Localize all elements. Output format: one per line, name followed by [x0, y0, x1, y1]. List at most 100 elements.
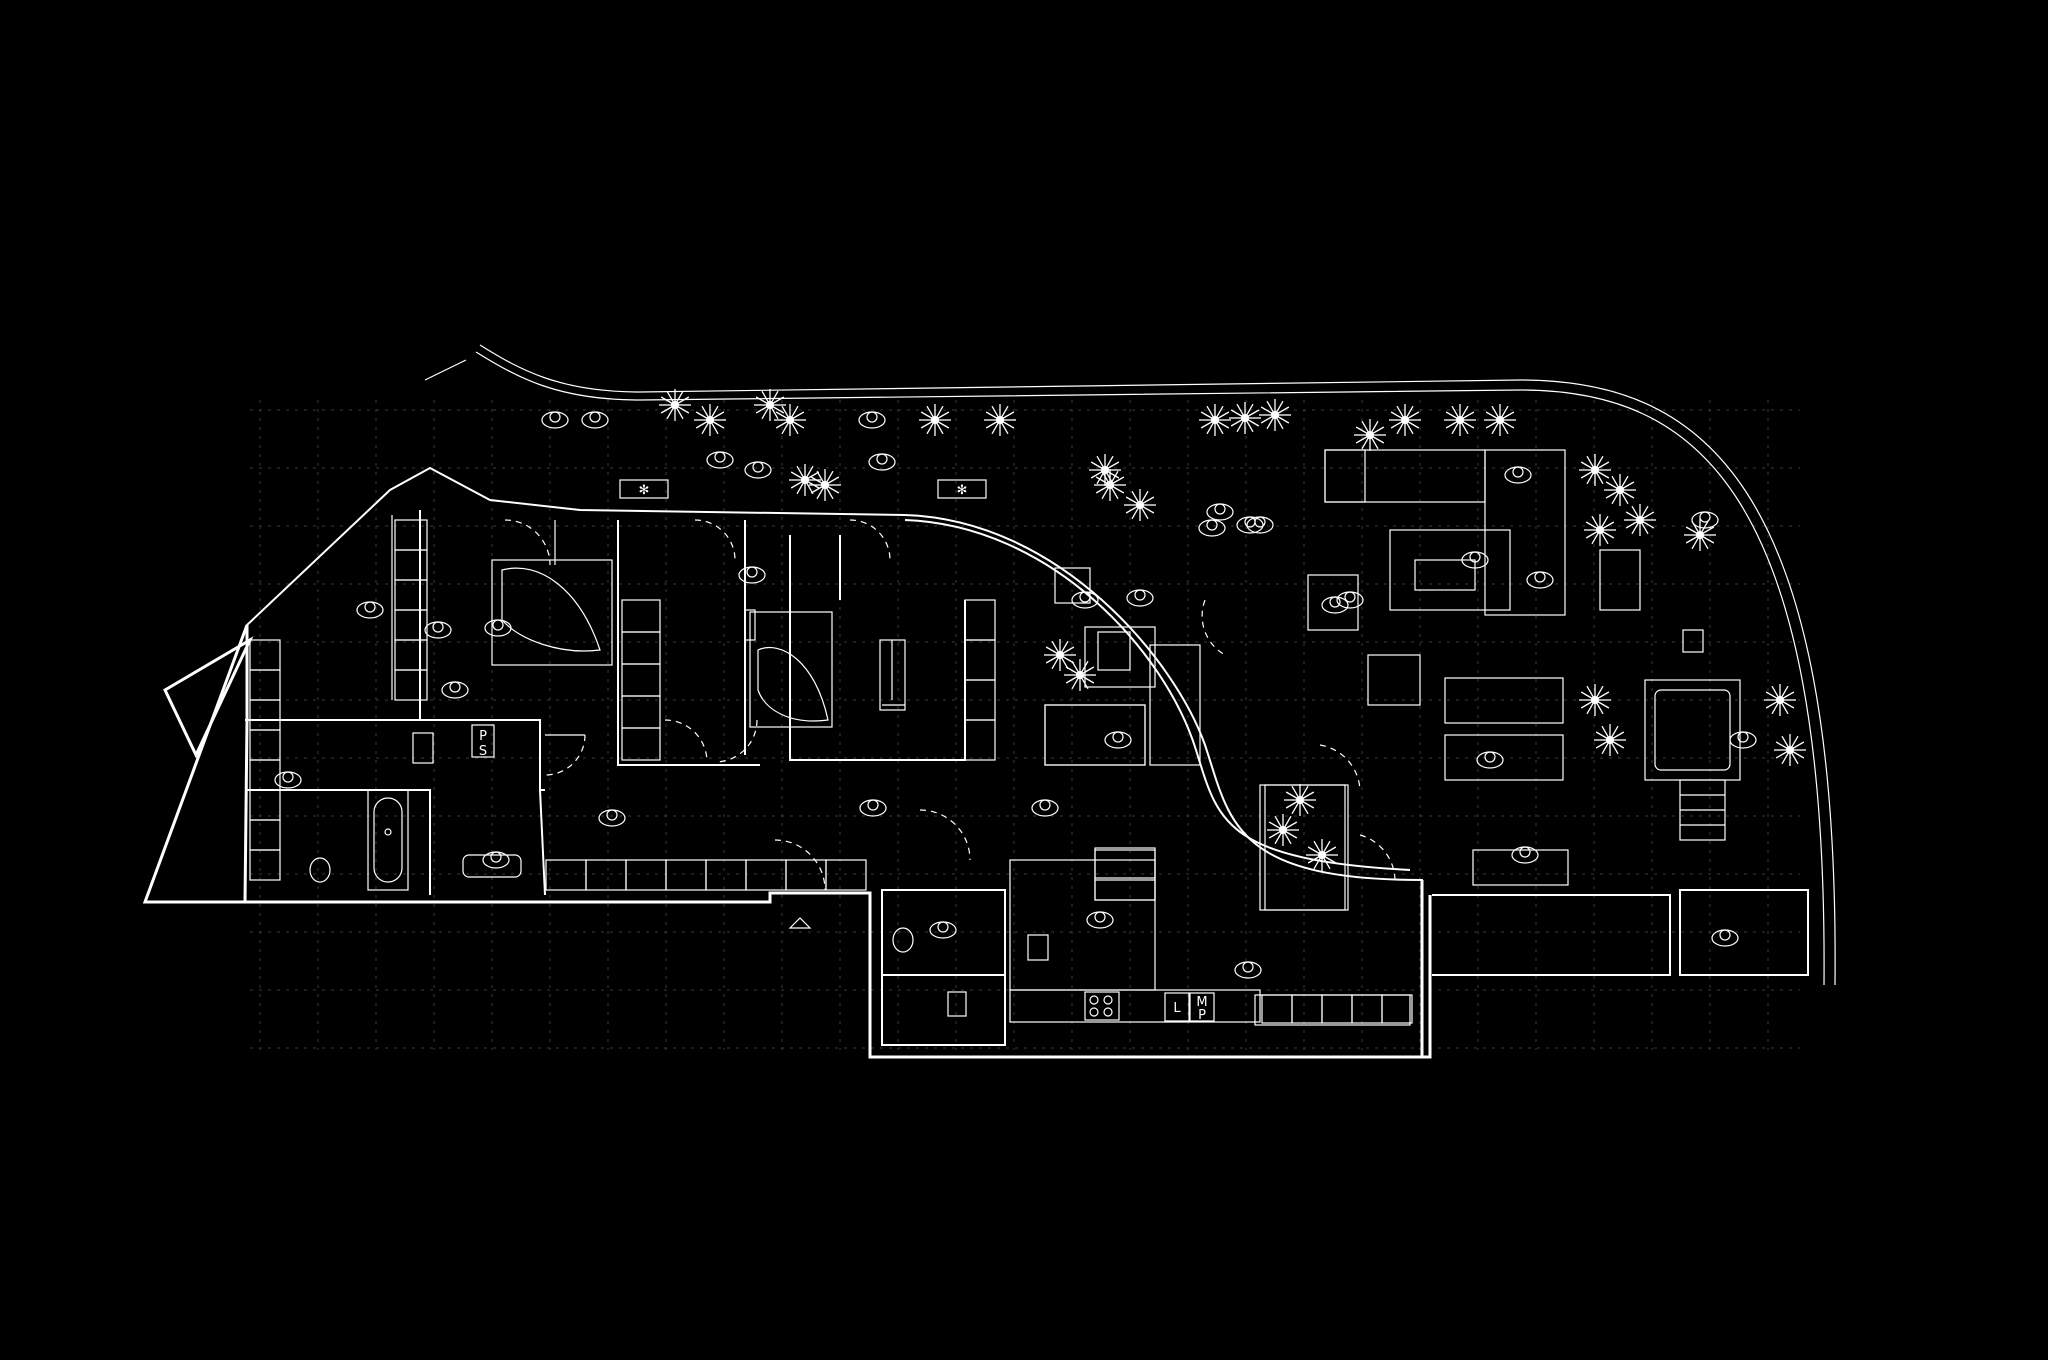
person-figure	[1511, 846, 1539, 864]
plant-center	[766, 401, 774, 409]
plant-center	[1056, 651, 1064, 659]
cabinet-module	[825, 859, 867, 891]
person-figure	[1031, 799, 1059, 817]
plant-icon	[1354, 419, 1386, 451]
cabinet-module	[545, 859, 587, 891]
person-figure	[706, 451, 734, 469]
person-figure	[598, 809, 626, 827]
person-figure	[929, 921, 957, 939]
person-figure	[1476, 751, 1504, 769]
plant-center	[706, 416, 714, 424]
person-head	[752, 461, 764, 473]
plant-center	[1606, 736, 1614, 744]
cabinet-module	[249, 699, 281, 731]
plant-icon	[809, 469, 841, 501]
plant-icon	[694, 404, 726, 436]
person-head	[449, 681, 461, 693]
plant-icon	[789, 464, 821, 496]
person-shoulders	[1504, 466, 1532, 484]
person-shoulders	[858, 411, 886, 429]
person-head	[364, 601, 376, 613]
cabinet-module	[394, 669, 428, 701]
person-shoulders	[706, 451, 734, 469]
plant-center	[1776, 696, 1784, 704]
person-figure	[1321, 596, 1349, 614]
cabinet-module	[249, 789, 281, 821]
plant-icon	[1389, 404, 1421, 436]
cabinet-module	[1351, 994, 1383, 1024]
person-head	[876, 453, 888, 465]
person-shoulders	[1729, 731, 1757, 749]
kitchen-label-p: P	[1198, 1008, 1206, 1023]
plant-center	[996, 416, 1004, 424]
shaft-label-p: P	[479, 729, 487, 744]
person-head	[589, 411, 601, 423]
person-head	[1094, 911, 1106, 923]
plant-center	[1279, 826, 1287, 834]
plant-center	[1591, 696, 1599, 704]
plant-center	[1596, 526, 1604, 534]
person-figure	[1086, 911, 1114, 929]
person-figure	[482, 851, 510, 869]
cabinet-module	[249, 669, 281, 701]
cabinet-module	[1381, 994, 1413, 1024]
cabinet-module	[249, 759, 281, 791]
plant-icon	[1594, 724, 1626, 756]
person-head	[867, 799, 879, 811]
person-figure	[1246, 516, 1274, 534]
person-figure	[1504, 466, 1532, 484]
cabinet-module	[625, 859, 667, 891]
kitchen	[1009, 847, 1411, 1026]
plant-icon	[1774, 734, 1806, 766]
plant-center	[821, 481, 829, 489]
plant-icon	[1444, 404, 1476, 436]
plant-icon	[774, 404, 806, 436]
cabinet-module	[249, 819, 281, 851]
person-figure	[1461, 551, 1489, 569]
cabinet-module	[621, 695, 661, 729]
plant-center	[1211, 416, 1219, 424]
plant-center	[786, 416, 794, 424]
interior-walls	[245, 510, 1006, 1046]
person-shoulders	[1321, 596, 1349, 614]
person-head	[1242, 961, 1254, 973]
person-head	[490, 851, 502, 863]
person-head	[714, 451, 726, 463]
plant-center	[1591, 466, 1599, 474]
person-figure	[356, 601, 384, 619]
cabinet-module	[394, 609, 428, 641]
person-shoulders	[356, 601, 384, 619]
plant-icon	[1484, 404, 1516, 436]
person-figure	[424, 621, 452, 639]
person-head	[1079, 591, 1091, 603]
cabinetry	[249, 519, 1413, 1024]
person-head	[1214, 503, 1226, 515]
person-figure	[744, 461, 772, 479]
person-head	[1134, 589, 1146, 601]
cabinet-module	[394, 639, 428, 671]
plant-icon	[1684, 519, 1716, 551]
plant-icon	[1199, 404, 1231, 436]
cabinet-module	[249, 729, 281, 761]
person-head	[606, 809, 618, 821]
plant-center	[1786, 746, 1794, 754]
cabinet-module	[964, 719, 996, 761]
plant-icon	[1284, 784, 1316, 816]
person-shoulders	[424, 621, 452, 639]
person-figure	[581, 411, 609, 429]
living-furniture	[879, 449, 1741, 911]
cabinet-module	[785, 859, 827, 891]
person-shoulders	[484, 619, 512, 637]
person-head	[282, 771, 294, 783]
entrance-marker	[788, 917, 812, 929]
person-head	[1719, 929, 1731, 941]
person-head	[1519, 846, 1531, 858]
person-shoulders	[598, 809, 626, 827]
person-figure	[441, 681, 469, 699]
cabinet-module	[621, 599, 661, 633]
plant-icon	[1064, 659, 1096, 691]
person-head	[1699, 511, 1711, 523]
plant-icon	[919, 404, 951, 436]
person-head	[1112, 731, 1124, 743]
person-figure	[1336, 591, 1364, 609]
